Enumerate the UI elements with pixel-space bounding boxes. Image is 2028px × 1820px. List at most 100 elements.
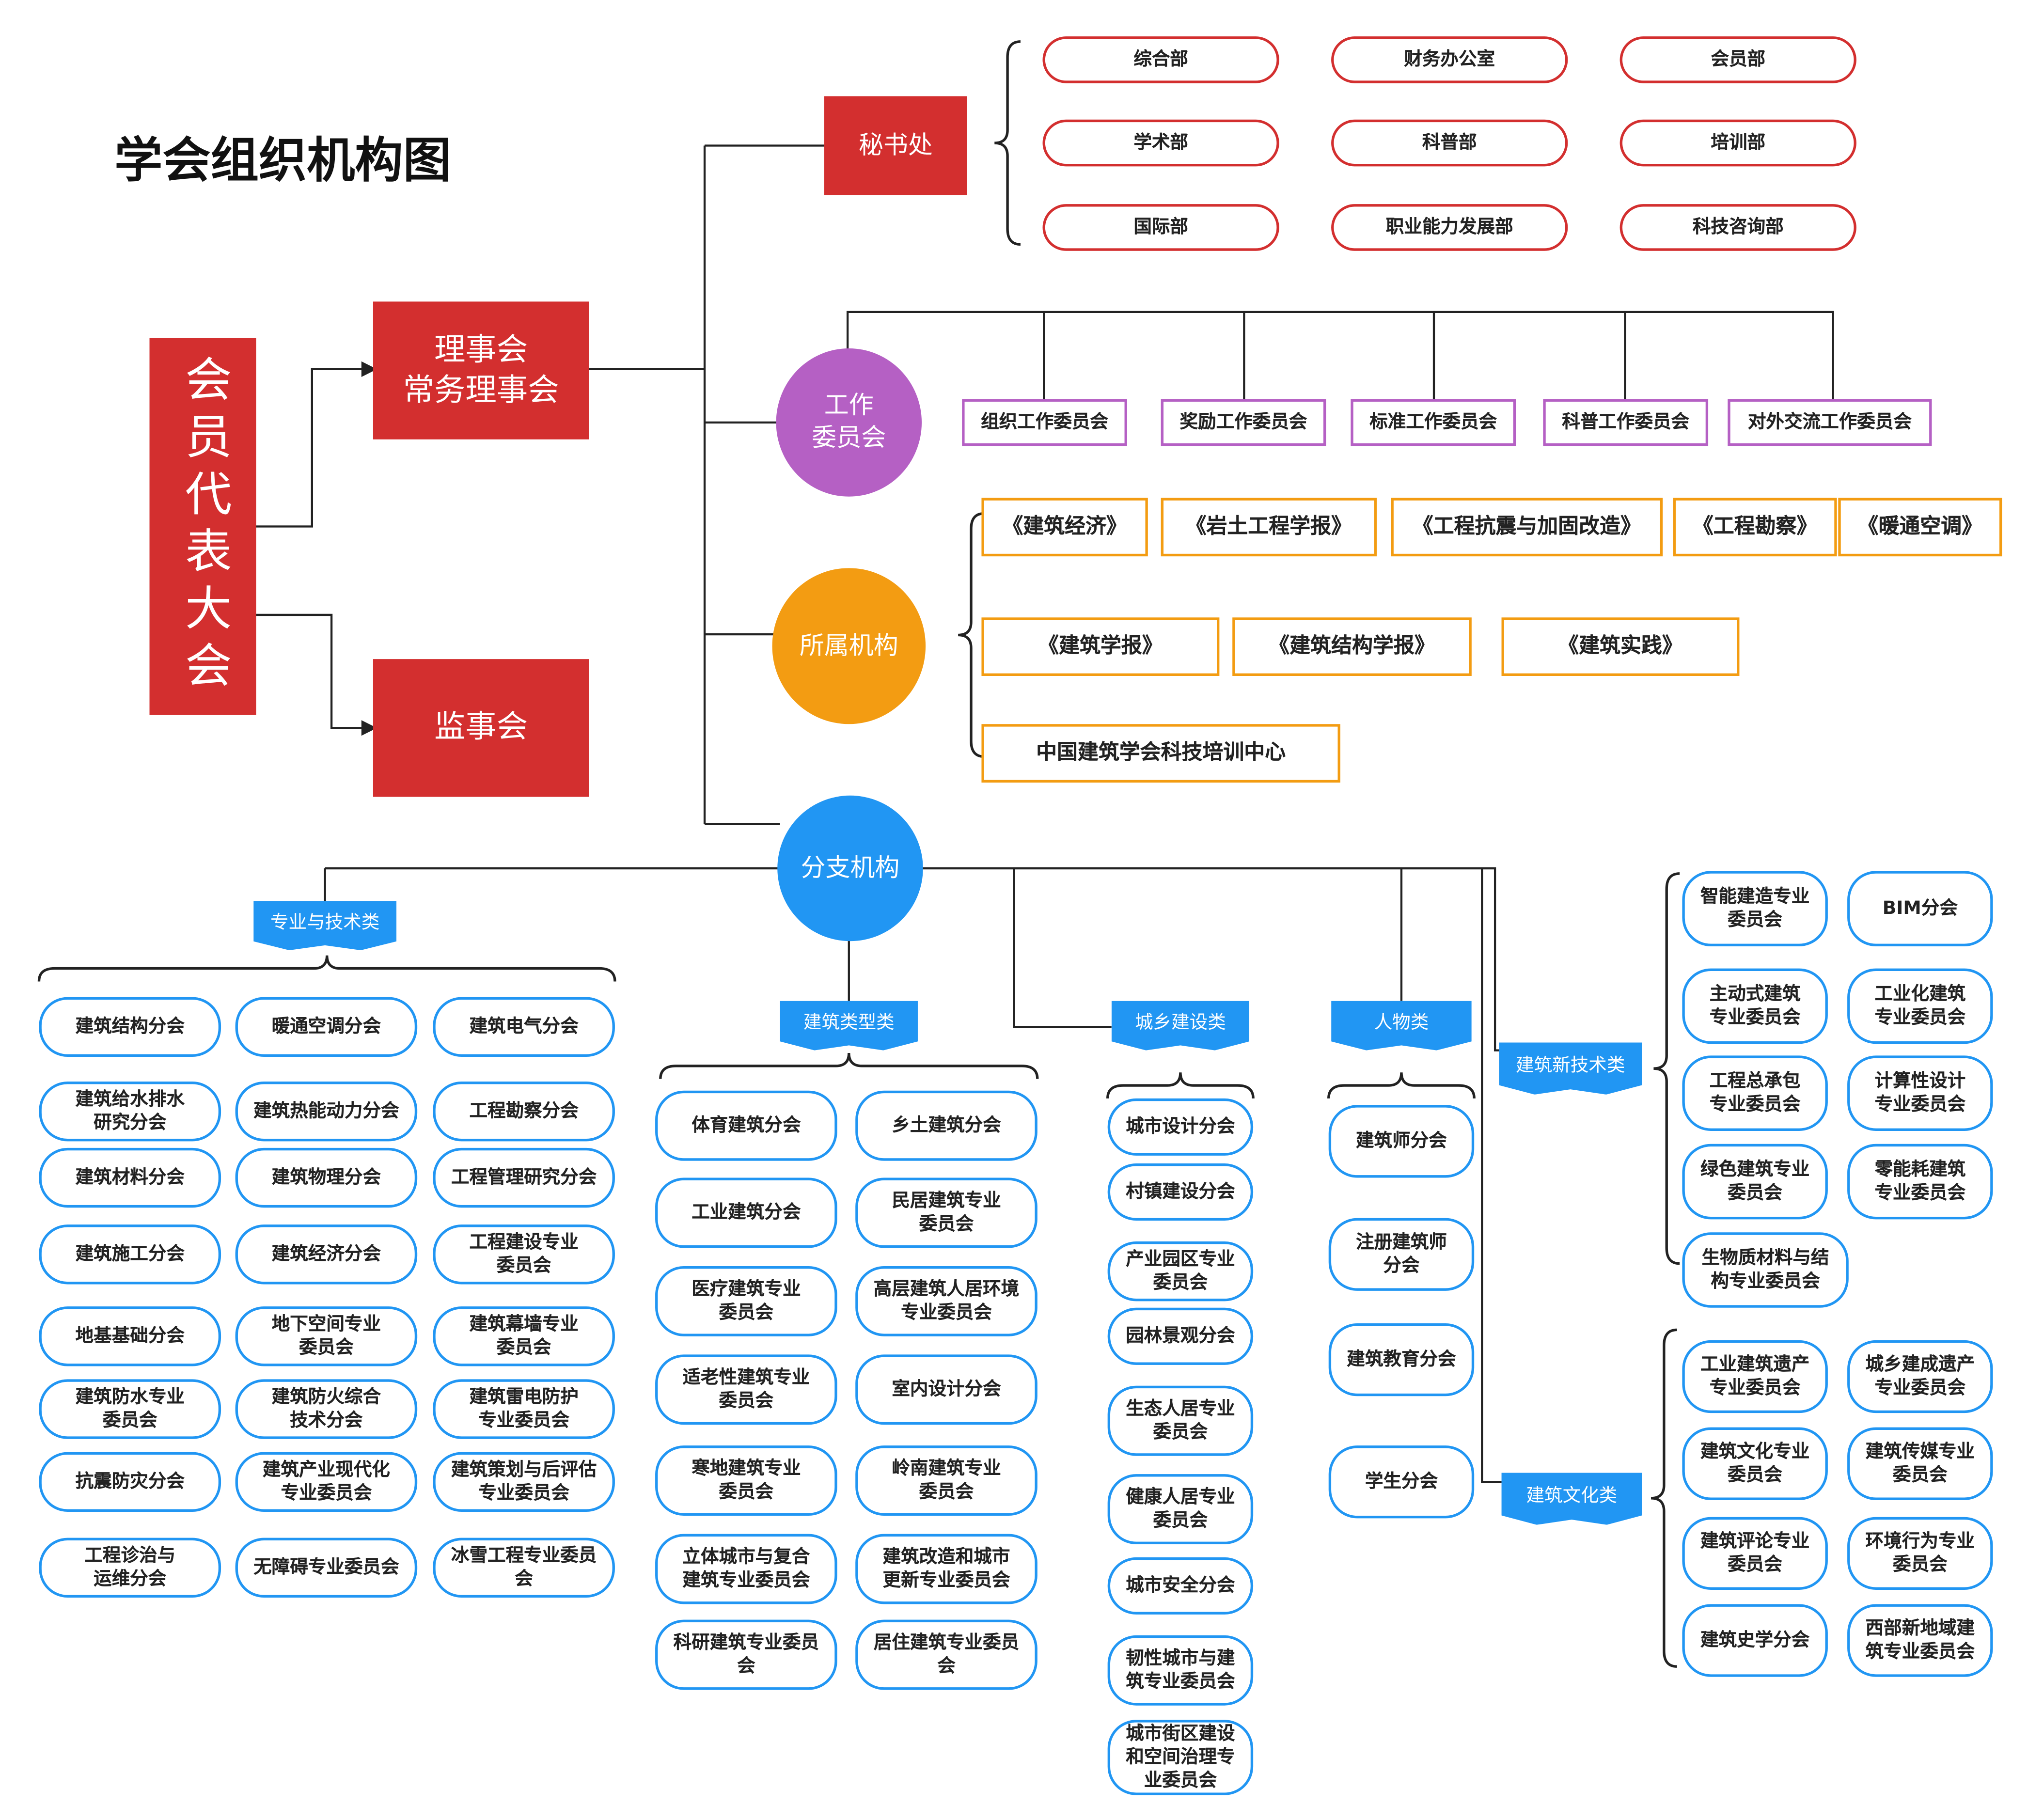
supervisors-box: 监事会 — [373, 659, 589, 797]
branch-prof: 建筑防水专业 委员会 — [39, 1379, 221, 1439]
branch-type: 居住建筑专业委员 会 — [855, 1619, 1038, 1690]
arrow-to-supervisors — [256, 613, 364, 729]
branch-type: 岭南建筑专业 委员会 — [855, 1445, 1038, 1516]
culture-link — [1481, 868, 1502, 1483]
affiliated-unit: 《建筑学报》 — [981, 617, 1220, 676]
branch-prof: 建筑雷电防护 专业委员会 — [433, 1379, 615, 1439]
branch-people: 建筑师分会 — [1328, 1105, 1475, 1178]
branch-prof: 工程建设专业 委员会 — [433, 1224, 615, 1285]
arrow-to-council — [256, 368, 364, 528]
branch-prof: 工程管理研究分会 — [433, 1147, 615, 1208]
branch-people: 学生分会 — [1328, 1445, 1475, 1519]
category-urban: 城乡建设类 — [1111, 1001, 1250, 1051]
branch-urban: 健康人居专业 委员会 — [1107, 1474, 1254, 1545]
branch-prof: 地基基础分会 — [39, 1306, 221, 1366]
branch-prof: 建筑结构分会 — [39, 997, 221, 1057]
affiliated-unit: 《岩土工程学报》 — [1161, 498, 1377, 557]
category-prof: 专业与技术类 — [253, 901, 397, 951]
branch-people: 注册建筑师 分会 — [1328, 1218, 1475, 1291]
branch-type: 高层建筑人居环境 专业委员会 — [855, 1266, 1038, 1336]
secretariat-dept: 财务办公室 — [1331, 36, 1568, 83]
culture-brace — [1651, 1328, 1677, 1668]
secretariat-box: 秘书处 — [824, 96, 967, 195]
branch-newtech: 工业化建筑 专业委员会 — [1847, 968, 1993, 1044]
affiliated-brace — [958, 512, 984, 758]
work-committee: 对外交流工作委员会 — [1728, 399, 1932, 446]
branch-people: 建筑教育分会 — [1328, 1323, 1475, 1396]
branch-prof: 建筑施工分会 — [39, 1224, 221, 1285]
branch-culture: 建筑史学分会 — [1682, 1604, 1828, 1677]
branch-culture: 西部新地域建 筑专业委员会 — [1847, 1604, 1993, 1677]
arrowhead-council — [361, 361, 377, 377]
branch-urban: 韧性城市与建 筑专业委员会 — [1107, 1635, 1254, 1706]
branch-newtech: 智能建造专业 委员会 — [1682, 871, 1828, 947]
branch-prof: 地下空间专业 委员会 — [235, 1306, 418, 1366]
branch-prof: 建筑物理分会 — [235, 1147, 418, 1208]
branch-type: 立体城市与复合 建筑专业委员会 — [655, 1534, 837, 1604]
secretariat-dept: 国际部 — [1042, 204, 1279, 251]
secretariat-dept: 科技咨询部 — [1619, 204, 1856, 251]
branch-urban: 城市设计分会 — [1107, 1098, 1254, 1156]
affiliated-unit: 《暖通空调》 — [1838, 498, 2002, 557]
branch-prof: 建筑产业现代化 专业委员会 — [235, 1452, 418, 1512]
branch-culture: 城乡建成遗产 专业委员会 — [1847, 1340, 1993, 1413]
secretariat-brace — [994, 40, 1021, 246]
congress-box: 会员代表大会 — [149, 338, 256, 715]
secretariat-dept: 综合部 — [1042, 36, 1279, 83]
category-type: 建筑类型类 — [780, 1001, 918, 1051]
branch-type: 医疗建筑专业 委员会 — [655, 1266, 837, 1336]
branch-newtech: 主动式建筑 专业委员会 — [1682, 968, 1828, 1044]
branch-culture: 环境行为专业 委员会 — [1847, 1517, 1993, 1590]
branch-urban: 生态人居专业 委员会 — [1107, 1385, 1254, 1456]
branch-culture: 建筑文化专业 委员会 — [1682, 1427, 1828, 1500]
branch-prof: 抗震防灾分会 — [39, 1452, 221, 1512]
branch-culture: 建筑评论专业 委员会 — [1682, 1517, 1828, 1590]
branch-urban: 园林景观分会 — [1107, 1307, 1254, 1365]
affiliated-circle: 所属机构 — [772, 568, 926, 724]
category-culture: 建筑文化类 — [1501, 1473, 1642, 1525]
work-committee: 组织工作委员会 — [962, 399, 1127, 446]
newtech-brace — [1653, 872, 1680, 1265]
branch-prof: 建筑材料分会 — [39, 1147, 221, 1208]
branch-newtech: 工程总承包 专业委员会 — [1682, 1055, 1828, 1131]
branch-type: 民居建筑专业 委员会 — [855, 1177, 1038, 1248]
affiliated-unit: 《建筑经济》 — [981, 498, 1148, 557]
work-committee: 奖励工作委员会 — [1161, 399, 1326, 446]
branch-type: 科研建筑专业委员 会 — [655, 1619, 837, 1690]
branches-circle: 分支机构 — [777, 795, 923, 941]
branch-type: 寒地建筑专业 委员会 — [655, 1445, 837, 1516]
branch-newtech: 零能耗建筑 专业委员会 — [1847, 1144, 1993, 1220]
branch-prof: 建筑防火综合 技术分会 — [235, 1379, 418, 1439]
secretariat-dept: 学术部 — [1042, 119, 1279, 167]
branch-culture: 工业建筑遗产 专业委员会 — [1682, 1340, 1828, 1413]
category-people: 人物类 — [1331, 1001, 1472, 1051]
urban-link — [1013, 868, 1112, 1028]
branch-urban: 城市安全分会 — [1107, 1557, 1254, 1615]
branch-prof: 无障碍专业委员会 — [235, 1538, 418, 1598]
branch-prof: 建筑给水排水 研究分会 — [39, 1082, 221, 1142]
branch-type: 工业建筑分会 — [655, 1177, 837, 1248]
branch-prof: 建筑经济分会 — [235, 1224, 418, 1285]
branch-prof: 建筑幕墙专业 委员会 — [433, 1306, 615, 1366]
branch-urban: 城市街区建设 和空间治理专 业委员会 — [1107, 1720, 1254, 1795]
page-title: 学会组织机构图 — [114, 132, 451, 188]
urban-brace — [1106, 1072, 1255, 1099]
people-brace — [1327, 1072, 1476, 1099]
committees-circle: 工作 委员会 — [776, 348, 922, 497]
branch-prof: 工程勘察分会 — [433, 1082, 615, 1142]
branch-newtech: 绿色建筑专业 委员会 — [1682, 1144, 1828, 1220]
branch-newtech: BIM分会 — [1847, 871, 1993, 947]
secretariat-dept: 培训部 — [1619, 119, 1856, 167]
branch-type: 乡土建筑分会 — [855, 1090, 1038, 1161]
affiliated-unit: 《工程勘察》 — [1673, 498, 1837, 557]
branch-urban: 产业园区专业 委员会 — [1107, 1241, 1254, 1302]
branch-type: 建筑改造和城市 更新专业委员会 — [855, 1534, 1038, 1604]
branch-type: 室内设计分会 — [855, 1354, 1038, 1425]
affiliated-unit: 中国建筑学会科技培训中心 — [981, 724, 1340, 783]
committee-bus — [846, 311, 1834, 399]
secretariat-dept: 会员部 — [1619, 36, 1856, 83]
branch-type: 体育建筑分会 — [655, 1090, 837, 1161]
work-committee: 标准工作委员会 — [1351, 399, 1516, 446]
